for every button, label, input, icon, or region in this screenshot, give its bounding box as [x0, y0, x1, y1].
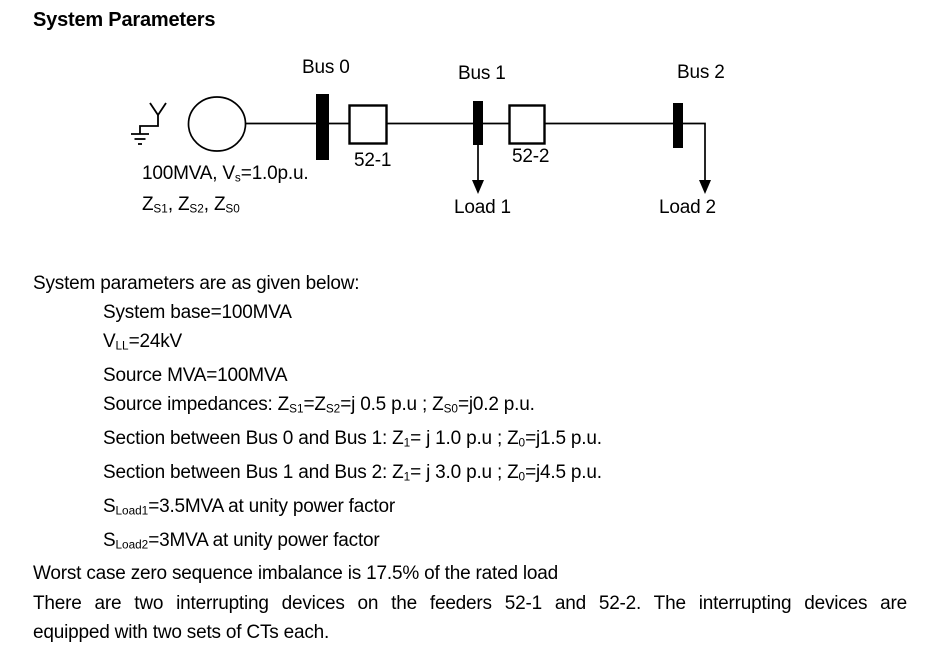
breaker-52-2-label: 52-2 [512, 146, 550, 167]
load1-arrowhead-icon [472, 180, 484, 194]
param-line-source-mva: Source MVA=100MVA [103, 365, 288, 387]
param-line-section-bus1-bus2: Section between Bus 1 and Bus 2: Z1= j 3… [103, 461, 602, 484]
note-line-devices: There are two interrupting devices on th… [33, 592, 907, 614]
param-line-source-impedances: Source impedances: ZS1=ZS2=j 0.5 p.u ; Z… [103, 394, 535, 416]
source-generator-icon [187, 96, 247, 152]
param-line-sload2: SLoad2=3MVA at unity power factor [103, 529, 380, 552]
bus0-bar [316, 94, 329, 160]
load2-arrowhead-icon [699, 180, 711, 194]
page-title: System Parameters [33, 9, 216, 31]
param-line-system-base: System base=100MVA [103, 302, 292, 324]
source-caption-line1: 100MVA, Vs=1.0p.u. [142, 163, 309, 185]
grounded-wye-icon [131, 102, 167, 145]
param-line-sload1: SLoad1=3.5MVA at unity power factor [103, 495, 395, 518]
bus1-bar [473, 101, 483, 145]
load2-label: Load 2 [659, 197, 716, 218]
breaker-52-1-box [348, 104, 388, 145]
source-caption: 100MVA, Vs=1.0p.u. ZS1, ZS2, ZS0 [142, 161, 309, 222]
param-line-vll: VLL=24kV [103, 331, 182, 353]
intro-line: System parameters are as given below: [33, 273, 360, 294]
note-line-imbalance: Worst case zero sequence imbalance is 17… [33, 563, 559, 585]
source-caption-line2: ZS1, ZS2, ZS0 [142, 193, 240, 216]
param-line-section-bus0-bus1: Section between Bus 0 and Bus 1: Z1= j 1… [103, 428, 602, 450]
bus1-label: Bus 1 [458, 63, 506, 84]
bus2-bar [673, 103, 683, 148]
load1-label: Load 1 [454, 197, 511, 218]
parameters-text-block: System parameters are as given below: Sy… [33, 269, 907, 647]
breaker-52-1-label: 52-1 [354, 150, 392, 171]
breaker-52-2-box [508, 104, 546, 145]
one-line-diagram-canvas [131, 94, 711, 194]
bus0-label: Bus 0 [302, 57, 350, 78]
line-breaker2-to-load2 [545, 122, 706, 182]
bus2-label: Bus 2 [677, 62, 725, 83]
one-line-diagram: Bus 0 Bus 1 Bus 2 52-1 52-2 Load 1 Load … [0, 0, 944, 240]
note-line-cts: equipped with two sets of CTs each. [33, 621, 330, 643]
